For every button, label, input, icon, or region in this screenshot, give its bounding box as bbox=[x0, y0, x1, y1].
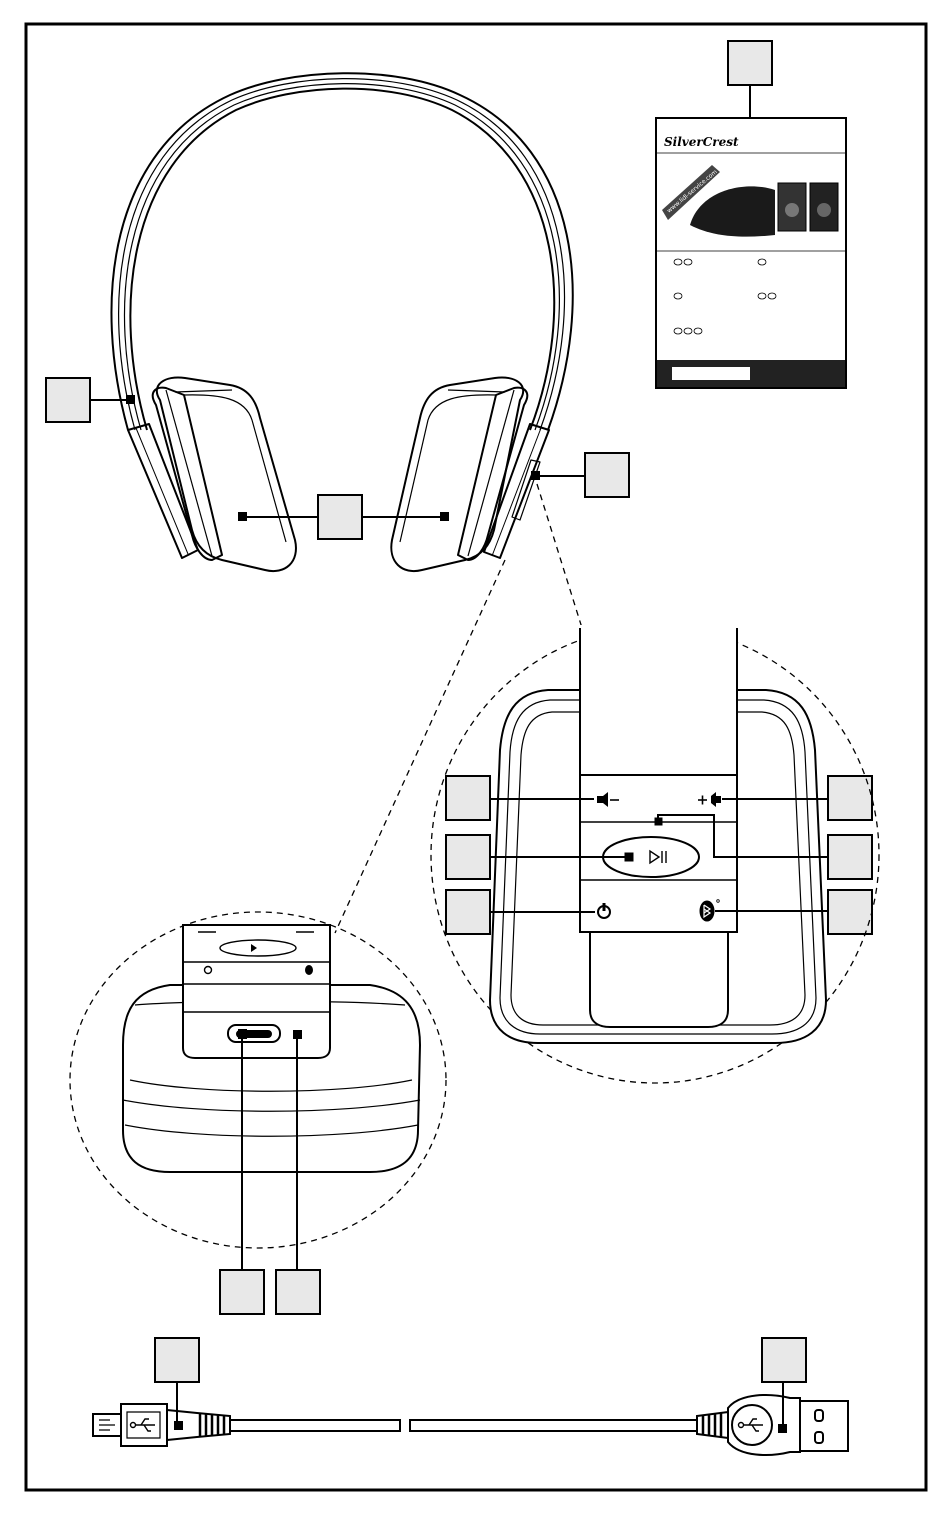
module-play-oval bbox=[220, 940, 296, 956]
cable-leaders bbox=[177, 1382, 783, 1425]
volume-up-label bbox=[828, 776, 872, 820]
cushion-dot-left bbox=[239, 513, 246, 520]
usb-port-dot bbox=[239, 1030, 246, 1038]
left-cushion-back bbox=[157, 377, 296, 571]
volume-down-label bbox=[446, 776, 490, 820]
port-zoom bbox=[123, 925, 420, 1172]
cushion-dot-right bbox=[441, 513, 448, 520]
right-cushion-rim bbox=[400, 390, 505, 542]
usb-port-label bbox=[220, 1270, 264, 1314]
booklet-thumb-1-cup bbox=[785, 203, 799, 217]
booklet-footer-box bbox=[672, 367, 750, 380]
ear-cushion-label bbox=[318, 495, 362, 539]
usb-a-dot bbox=[779, 1425, 786, 1432]
slider-lower bbox=[590, 932, 728, 1027]
zoom-line-1 bbox=[537, 484, 582, 628]
leader-lines bbox=[90, 85, 754, 520]
micro-usb-label bbox=[155, 1338, 199, 1382]
left-cushion-rim bbox=[175, 390, 286, 542]
booklet-cover bbox=[656, 118, 846, 388]
headband-dot bbox=[127, 396, 134, 403]
play-pause-label bbox=[446, 835, 490, 879]
charge-led-label bbox=[276, 1270, 320, 1314]
micro-usb-dot bbox=[175, 1422, 182, 1429]
manual-label bbox=[728, 41, 772, 85]
usb-a-plug bbox=[800, 1401, 848, 1451]
booklet-brand: SilverCrest bbox=[664, 135, 739, 149]
power-label bbox=[446, 890, 490, 934]
controls-label bbox=[585, 453, 629, 497]
module-bluetooth-icon bbox=[305, 965, 313, 975]
usb-a-strain-relief bbox=[697, 1412, 728, 1438]
manual-booklet: SilverCrest www.lidl-service.com bbox=[656, 118, 846, 388]
right-cushion-back bbox=[391, 377, 523, 571]
usb-a-pin-2 bbox=[815, 1432, 823, 1443]
control-panel-zoom bbox=[490, 625, 826, 1043]
usb-cable bbox=[93, 1395, 848, 1455]
headband-label bbox=[46, 378, 90, 422]
led-label bbox=[828, 835, 872, 879]
controls-dot bbox=[532, 472, 539, 479]
booklet-thumb-2-cup bbox=[817, 203, 831, 217]
cable-left bbox=[230, 1420, 400, 1431]
left-slider bbox=[128, 424, 198, 558]
usb-a-pin-1 bbox=[815, 1410, 823, 1421]
play-pause-dot bbox=[625, 853, 633, 861]
band-stem bbox=[580, 625, 737, 775]
charge-led bbox=[294, 1031, 301, 1038]
cable-right bbox=[410, 1420, 697, 1431]
usb-a-label bbox=[762, 1338, 806, 1382]
bluetooth-label bbox=[828, 890, 872, 934]
